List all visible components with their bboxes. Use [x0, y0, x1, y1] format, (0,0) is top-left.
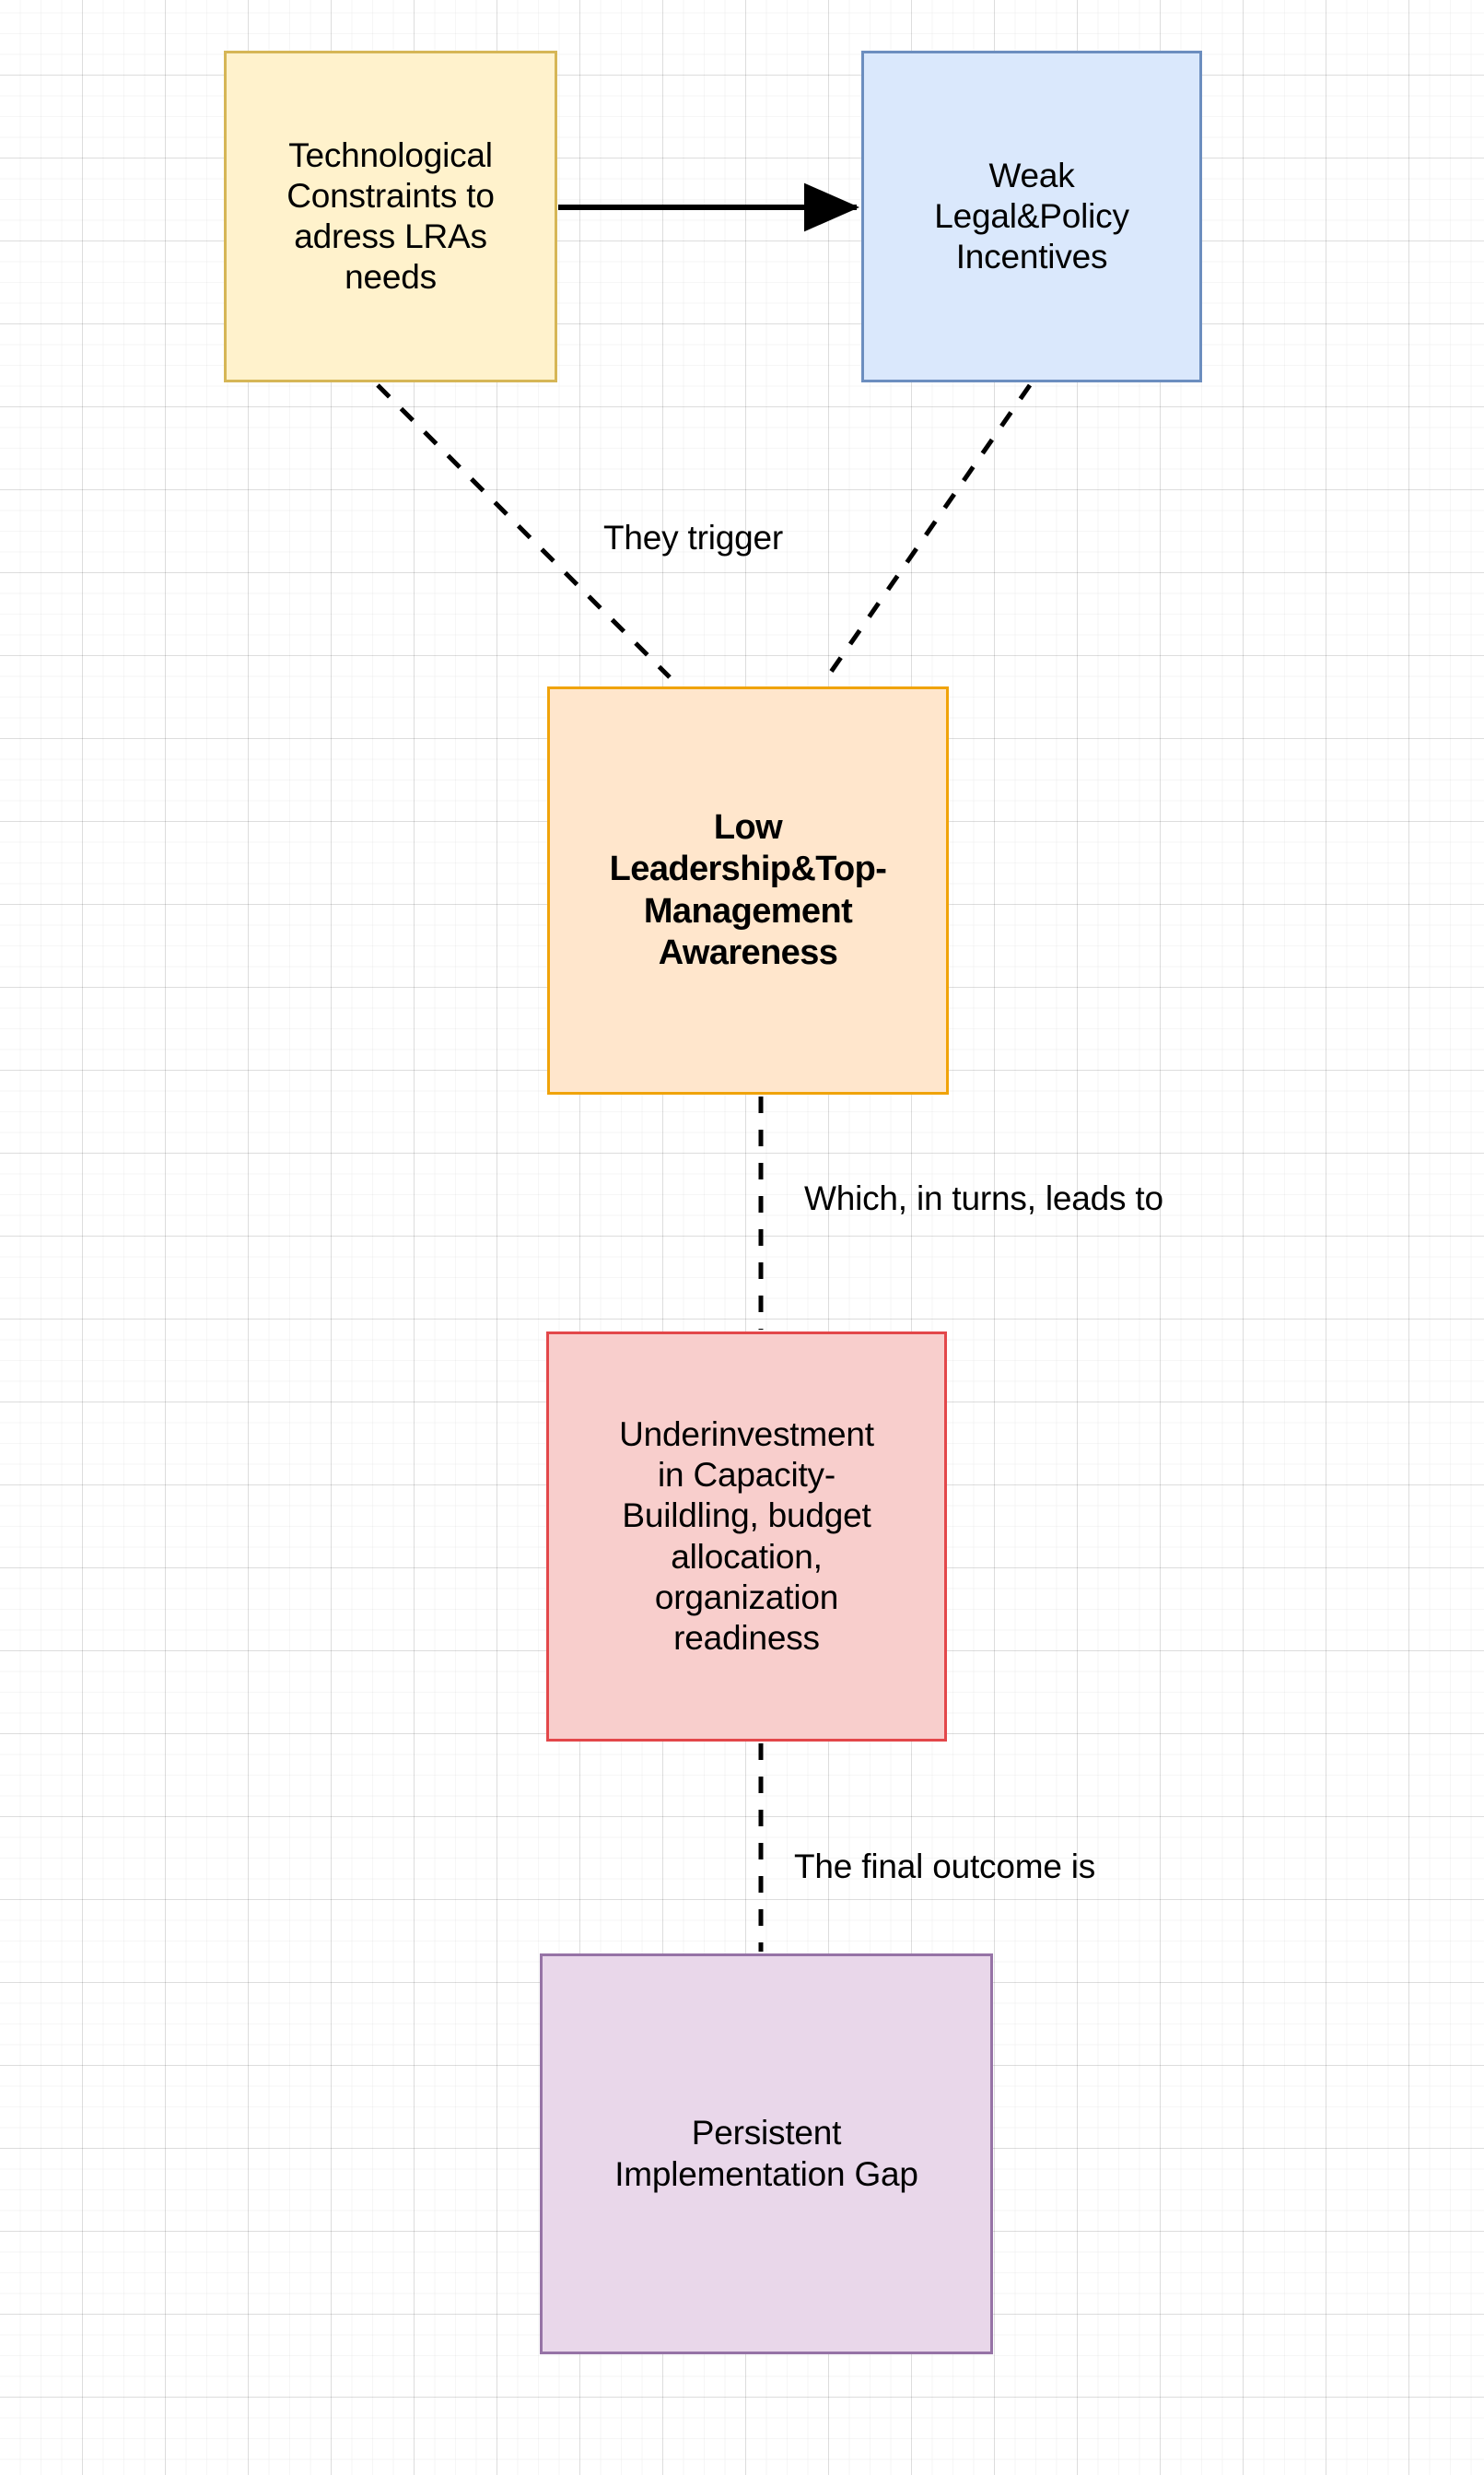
node-low-awareness[interactable]: Low Leadership&Top- Management Awareness: [547, 686, 949, 1095]
node-low-awareness-label: Low Leadership&Top- Management Awareness: [609, 808, 887, 972]
node-implementation-gap[interactable]: Persistent Implementation Gap: [540, 1953, 993, 2354]
edge-label-they-trigger: They trigger: [603, 519, 784, 557]
node-tech-constraints-label: Technological Constraints to adress LRAs…: [286, 135, 495, 297]
edge-label-final-outcome: The final outcome is: [794, 1847, 1096, 1885]
node-underinvestment-label: Underinvestment in Capacity- Buildling, …: [619, 1415, 874, 1657]
node-weak-incentives[interactable]: Weak Legal&Policy Incentives: [861, 51, 1202, 382]
node-weak-incentives-label: Weak Legal&Policy Incentives: [934, 156, 1129, 276]
node-tech-constraints[interactable]: Technological Constraints to adress LRAs…: [224, 51, 557, 382]
node-underinvestment[interactable]: Underinvestment in Capacity- Buildling, …: [546, 1331, 947, 1742]
edge-weak-to-awareness: [824, 383, 1033, 679]
node-implementation-gap-label: Persistent Implementation Gap: [614, 2114, 918, 2193]
edge-label-which-leads-to: Which, in turns, leads to: [804, 1179, 1163, 1217]
